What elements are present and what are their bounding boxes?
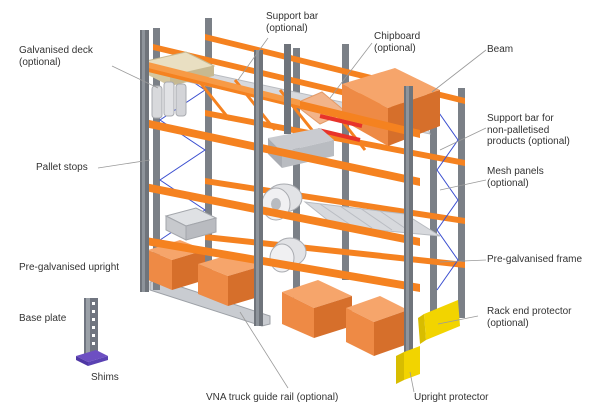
back-uprights [153,18,465,332]
protectors [396,300,460,384]
sample-upright [76,298,108,366]
label-pre-galvanised-upright: Pre-galvanised upright [19,262,120,273]
label-support-bar-non-palletised: Support bar for non-palletised products … [487,113,570,147]
label-base-plate: Base plate [19,313,67,324]
label-galvanised-deck: Galvanised deck (optional) [19,45,93,68]
label-pallet-stops: Pallet stops [36,162,88,173]
label-pre-galvanised-frame: Pre-galvanised frame [487,254,583,265]
front-beams [140,60,420,292]
label-shims: Shims [91,372,119,383]
label-support-bar: Support bar (optional) [266,11,319,34]
leader-lines [97,37,487,393]
label-upright-protector: Upright protector [414,392,489,403]
label-vna-truck-guide-rail: VNA truck guide rail (optional) [206,392,339,403]
label-mesh-panels: Mesh panels (optional) [487,166,544,189]
label-beam: Beam [487,44,514,55]
label-rack-end-protector: Rack end protector (optional) [487,306,572,329]
label-chipboard: Chipboard (optional) [374,31,421,54]
